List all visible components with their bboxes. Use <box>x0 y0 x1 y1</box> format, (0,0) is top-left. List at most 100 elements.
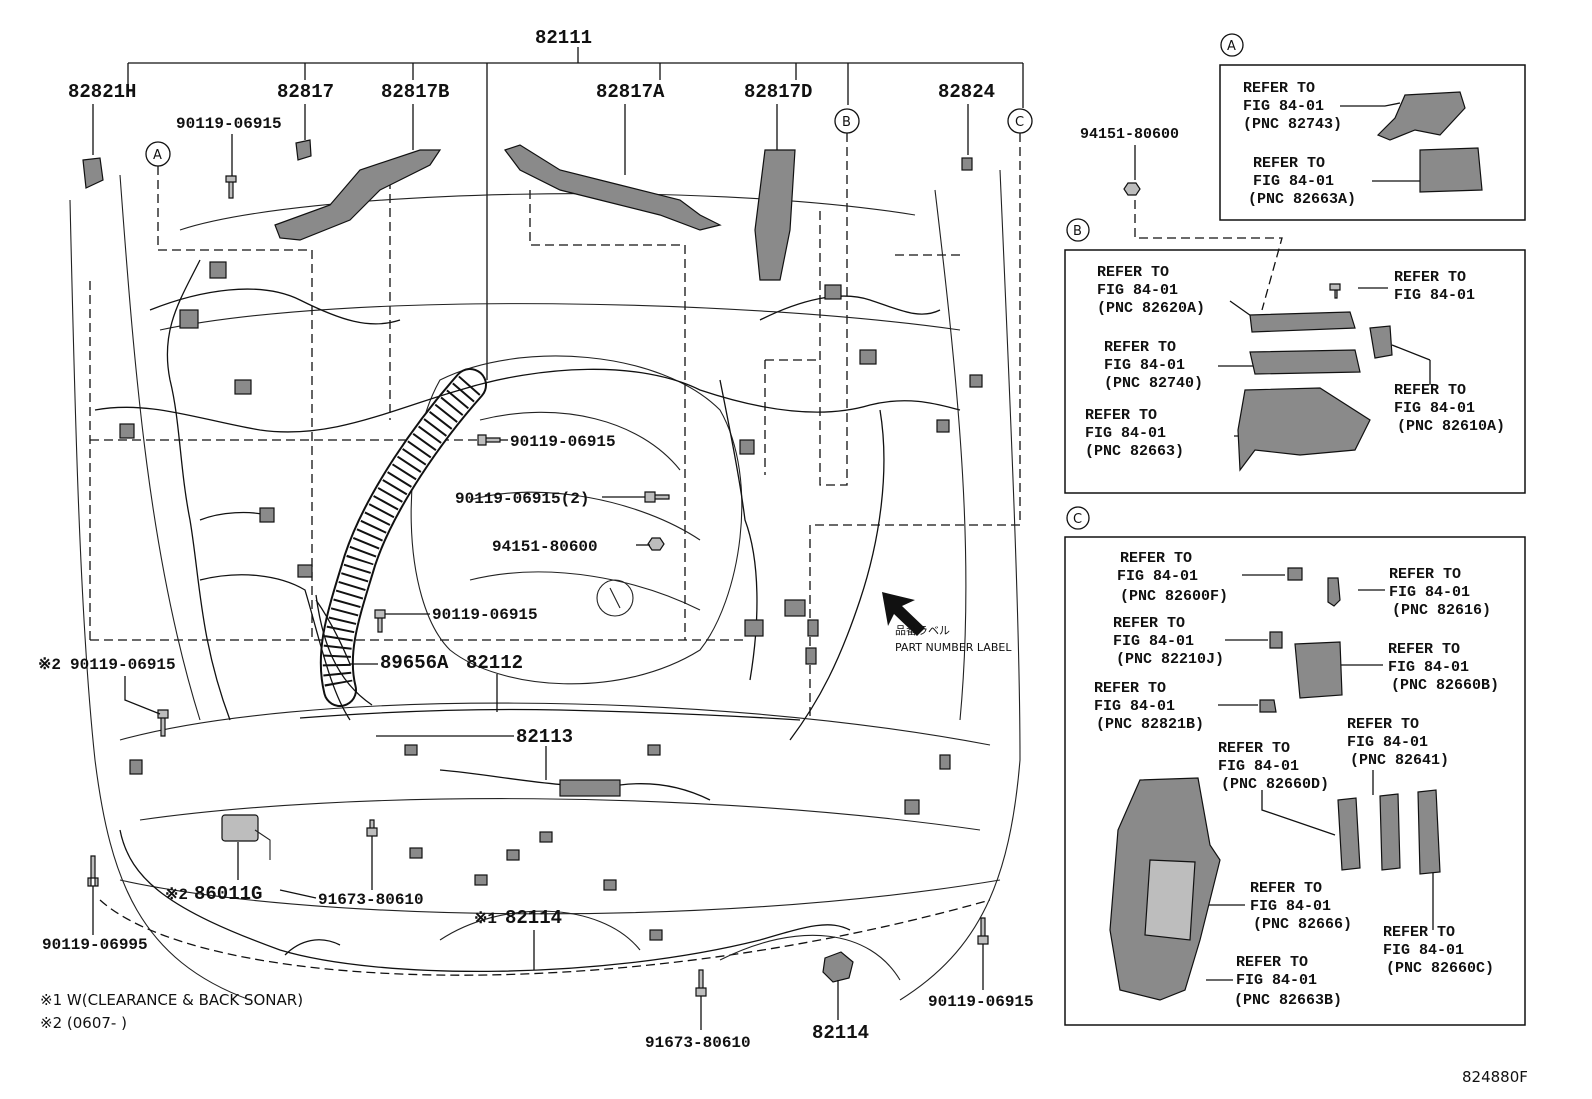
inset-b-ref2-l2[interactable]: FIG 84-01 <box>1394 287 1475 304</box>
label-82111[interactable]: 82111 <box>535 27 592 49</box>
inset-c-ref4-l3[interactable]: (PNC 82660B) <box>1391 677 1499 694</box>
wire-harness-82114[interactable] <box>119 829 851 973</box>
inset-b-ref4-l3[interactable]: (PNC 82610A) <box>1397 418 1505 435</box>
inset-a-ref2-l2[interactable]: FIG 84-01 <box>1253 173 1334 190</box>
label-82114-b[interactable]: 82114 <box>812 1022 869 1044</box>
part-82824[interactable] <box>961 157 973 171</box>
label-82114-a[interactable]: 82114 <box>505 907 562 929</box>
inset-c-ref10-l2[interactable]: FIG 84-01 <box>1236 972 1317 989</box>
inset-c-ref4-l1[interactable]: REFER TO <box>1388 641 1460 658</box>
part-82114-connector[interactable] <box>822 951 854 983</box>
inset-b-ref1-l3[interactable]: (PNC 82620A) <box>1097 300 1205 317</box>
bolt-label-3[interactable]: 90119-06915(2) <box>455 490 589 508</box>
inset-b-ref3-l1[interactable]: REFER TO <box>1104 339 1176 356</box>
inset-a-ref1-l1[interactable]: REFER TO <box>1243 80 1315 97</box>
inset-c-part-82660C[interactable] <box>1417 789 1441 875</box>
wire-harness-82111[interactable] <box>94 259 961 741</box>
inset-c-ref4-l2[interactable]: FIG 84-01 <box>1388 659 1469 676</box>
inset-b-part-82610A[interactable] <box>1369 325 1393 359</box>
inset-b-ref5-l3[interactable]: (PNC 82663) <box>1085 443 1184 460</box>
bolt-label-9[interactable]: 91673-80610 <box>318 891 424 909</box>
inset-c-ref5-l1[interactable]: REFER TO <box>1094 680 1166 697</box>
inset-b-ref3-l2[interactable]: FIG 84-01 <box>1104 357 1185 374</box>
label-82112[interactable]: 82112 <box>466 652 523 674</box>
bolt-label-2[interactable]: 90119-06915 <box>510 433 616 451</box>
inset-c-ref2-l3[interactable]: (PNC 82616) <box>1392 602 1491 619</box>
inset-b-part-82663[interactable] <box>1237 387 1371 472</box>
inset-c-ref5-l3[interactable]: (PNC 82821B) <box>1096 716 1204 733</box>
bolt-label-1[interactable]: 90119-06915 <box>176 115 282 133</box>
bolt-label-10[interactable]: 91673-80610 <box>645 1034 751 1052</box>
label-82817D[interactable]: 82817D <box>744 81 812 103</box>
inset-b-ref5-l2[interactable]: FIG 84-01 <box>1085 425 1166 442</box>
inset-c-ref2-l2[interactable]: FIG 84-01 <box>1389 584 1470 601</box>
inset-b-ref3-l3[interactable]: (PNC 82740) <box>1104 375 1203 392</box>
inset-c-ref2-l1[interactable]: REFER TO <box>1389 566 1461 583</box>
inset-c-ref5-l2[interactable]: FIG 84-01 <box>1094 698 1175 715</box>
bolt-label-8[interactable]: 90119-06915 <box>928 993 1034 1011</box>
bolt-label-7[interactable]: 90119-06995 <box>42 936 148 954</box>
inset-c-ref10-l1[interactable]: REFER TO <box>1236 954 1308 971</box>
inset-c-ref7-l3[interactable]: (PNC 82660D) <box>1221 776 1329 793</box>
inset-c-ref9-l3[interactable]: (PNC 82660C) <box>1386 960 1494 977</box>
inset-a-ref2-l3[interactable]: (PNC 82663A) <box>1248 191 1356 208</box>
inset-a-part-82743[interactable] <box>1376 91 1466 141</box>
label-82817[interactable]: 82817 <box>277 81 334 103</box>
part-82817D[interactable] <box>754 149 796 281</box>
inset-c-ref3-l3[interactable]: (PNC 82210J) <box>1116 651 1224 668</box>
inset-c-part-82660B[interactable] <box>1294 641 1343 699</box>
inset-c-ref1-l2[interactable]: FIG 84-01 <box>1117 568 1198 585</box>
inset-b-ref4-l2[interactable]: FIG 84-01 <box>1394 400 1475 417</box>
inset-b-ref1-l1[interactable]: REFER TO <box>1097 264 1169 281</box>
part-86011G[interactable] <box>221 814 259 842</box>
label-82817B[interactable]: 82817B <box>381 81 449 103</box>
inset-a-part-82663A[interactable] <box>1419 147 1483 193</box>
inset-c-ref7-l2[interactable]: FIG 84-01 <box>1218 758 1299 775</box>
part-82817[interactable] <box>295 139 312 161</box>
label-86011G[interactable]: 86011G <box>194 883 262 905</box>
inset-b-ref1-l2[interactable]: FIG 84-01 <box>1097 282 1178 299</box>
inset-c-ref9-l1[interactable]: REFER TO <box>1383 924 1455 941</box>
inset-c-ref8-l3[interactable]: (PNC 82666) <box>1253 916 1352 933</box>
inset-c-ref1-l3[interactable]: (PNC 82600F) <box>1120 588 1228 605</box>
inset-c-ref3-l1[interactable]: REFER TO <box>1113 615 1185 632</box>
inset-c-part-82600F[interactable] <box>1287 567 1303 581</box>
inset-c-ref8-l2[interactable]: FIG 84-01 <box>1250 898 1331 915</box>
wire-harness-82112[interactable] <box>299 708 801 721</box>
inset-c-ref3-l2[interactable]: FIG 84-01 <box>1113 633 1194 650</box>
bolt-label-5[interactable]: 90119-06915 <box>432 606 538 624</box>
inset-c-ref8-l1[interactable]: REFER TO <box>1250 880 1322 897</box>
inset-b-ref5-l1[interactable]: REFER TO <box>1085 407 1157 424</box>
inset-a-ref1-l2[interactable]: FIG 84-01 <box>1243 98 1324 115</box>
inset-c-ref10-l3[interactable]: (PNC 82663B) <box>1234 992 1342 1009</box>
inset-c-ref9-l2[interactable]: FIG 84-01 <box>1383 942 1464 959</box>
inset-c-ref1-l1[interactable]: REFER TO <box>1120 550 1192 567</box>
bolt-label-4[interactable]: 94151-80600 <box>492 538 598 556</box>
inset-c-part-82210J[interactable] <box>1269 631 1283 649</box>
inset-b-ref2-l1[interactable]: REFER TO <box>1394 269 1466 286</box>
inset-c-part-82616[interactable] <box>1327 577 1341 607</box>
label-82113[interactable]: 82113 <box>516 726 573 748</box>
inset-c-part-82821B[interactable] <box>1259 699 1277 713</box>
inset-a-ref1-l3[interactable]: (PNC 82743) <box>1243 116 1342 133</box>
part-82821H[interactable] <box>82 157 104 189</box>
label-82821H[interactable]: 82821H <box>68 81 136 103</box>
inset-c-ref7-l1[interactable]: REFER TO <box>1218 740 1290 757</box>
label-82817A[interactable]: 82817A <box>596 81 665 103</box>
bolt-label-6[interactable]: 90119-06915 <box>70 656 176 674</box>
inset-c-ref6-l1[interactable]: REFER TO <box>1347 716 1419 733</box>
part-82817A[interactable] <box>504 144 722 231</box>
inset-b-part-82620A[interactable] <box>1249 311 1356 333</box>
inset-c-part-82660D[interactable] <box>1337 797 1361 871</box>
inset-c-part-82663B[interactable] <box>1144 859 1196 941</box>
part-82817B[interactable] <box>274 149 442 241</box>
inset-b-part-82740[interactable] <box>1249 349 1361 375</box>
inset-b-ref4-l1[interactable]: REFER TO <box>1394 382 1466 399</box>
inset-a-ref2-l1[interactable]: REFER TO <box>1253 155 1325 172</box>
inset-b-top-bolt-label[interactable]: 94151-80600 <box>1080 126 1179 143</box>
inset-c-ref6-l3[interactable]: (PNC 82641) <box>1350 752 1449 769</box>
label-82824[interactable]: 82824 <box>938 81 995 103</box>
inset-c-part-82641[interactable] <box>1379 793 1401 871</box>
label-89656A[interactable]: 89656A <box>380 652 449 674</box>
inset-c-ref6-l2[interactable]: FIG 84-01 <box>1347 734 1428 751</box>
